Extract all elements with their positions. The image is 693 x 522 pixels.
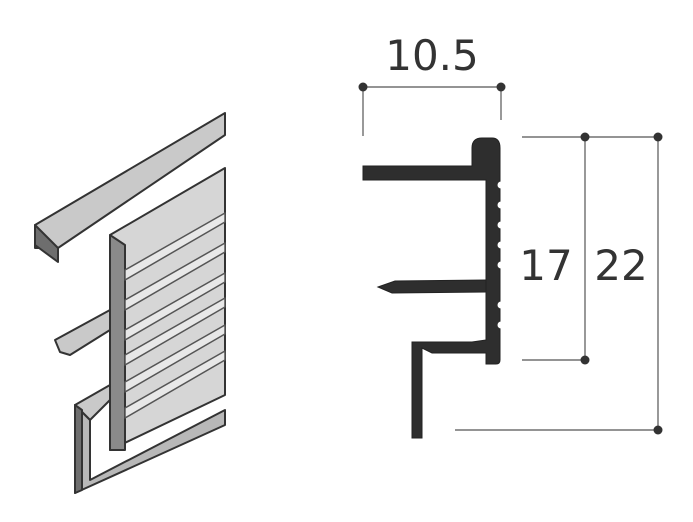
width-dimension-label: 10.5	[385, 31, 479, 80]
dimension-dots	[358, 82, 663, 435]
dimension-lines	[362, 86, 659, 431]
inner-height-dimension-label: 17	[519, 241, 572, 290]
total-height-dimension-label: 22	[594, 241, 647, 290]
profile-3d-view	[34, 112, 226, 494]
profile-cross-section	[362, 137, 505, 439]
